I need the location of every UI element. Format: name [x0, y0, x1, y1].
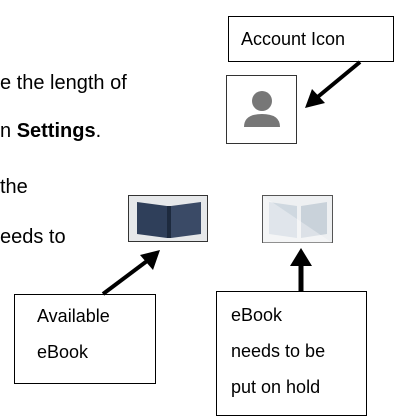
body-text-line-1: e the length of: [0, 72, 127, 94]
available-ebook-callout: Available eBook: [14, 294, 156, 384]
account-body-shape: [244, 114, 280, 127]
account-icon-callout-label: Account Icon: [241, 29, 346, 49]
account-icon: [226, 75, 297, 144]
account-head-shape: [252, 91, 272, 111]
body-text-line-4: eeds to: [0, 226, 66, 248]
account-icon-callout: Account Icon: [228, 16, 394, 62]
available-ebook-callout-line-2: eBook: [37, 342, 89, 362]
available-ebook-callout-line-1: Available: [37, 306, 110, 326]
hold-ebook-callout-line-3: put on hold: [231, 377, 321, 397]
available-ebook-icon: [128, 195, 208, 242]
hold-ebook-callout-line-2: needs to be: [231, 341, 326, 361]
hold-ebook-callout-line-1: eBook: [231, 305, 283, 325]
hold-ebook-icon: [262, 195, 334, 244]
settings-bold-text: Settings: [16, 120, 96, 142]
account-arrow: [305, 60, 362, 108]
hold-arrow: [290, 248, 312, 291]
available-arrow: [101, 250, 160, 296]
body-text-line-2: n Settings.: [0, 120, 102, 142]
body-text-line-3: the: [0, 176, 28, 198]
hold-ebook-callout: eBook needs to be put on hold: [216, 291, 367, 416]
